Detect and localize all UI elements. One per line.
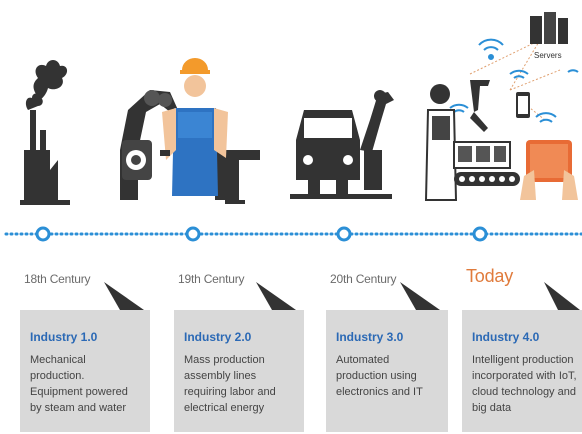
stage-description: Automated production using electronics a… (336, 354, 423, 398)
stage-card-3: Industry 3.0 Automated production using … (326, 310, 448, 432)
wifi-icon (449, 38, 579, 123)
servers-label: Servers (534, 51, 562, 60)
stage-card-2: Industry 2.0 Mass production assembly li… (174, 310, 304, 432)
era-label-3: 20th Century (330, 272, 397, 286)
era-label-1: 18th Century (24, 272, 91, 286)
timeline-node (336, 226, 352, 242)
stage-description: Mass production assembly lines requiring… (184, 354, 276, 414)
illustrations: Servers (20, 12, 579, 205)
automated-car-robot-icon (290, 90, 394, 199)
timeline-node (472, 226, 488, 242)
stage-title: Industry 3.0 (336, 330, 404, 344)
stage-card-4: Industry 4.0 Intelligent production inco… (462, 310, 582, 432)
stage-title: Industry 1.0 (30, 330, 98, 344)
era-label-2: 19th Century (178, 272, 245, 286)
timeline-node (185, 226, 201, 242)
callout-pointers (104, 282, 580, 310)
era-label-today: Today (466, 266, 514, 286)
stage-description: Intelligent production incorporated with… (472, 354, 577, 414)
assembly-worker-icon (120, 58, 260, 204)
timeline-node (35, 226, 51, 242)
stage-card-1: Industry 1.0 Mechanical production. Equi… (20, 310, 150, 432)
factory-icon (20, 60, 70, 205)
stage-description: Mechanical production. Equipment powered… (30, 354, 128, 414)
stage-title: Industry 4.0 (472, 330, 540, 344)
smart-factory-icon: Servers (424, 12, 579, 201)
stage-title: Industry 2.0 (184, 330, 252, 344)
timeline (4, 226, 582, 242)
